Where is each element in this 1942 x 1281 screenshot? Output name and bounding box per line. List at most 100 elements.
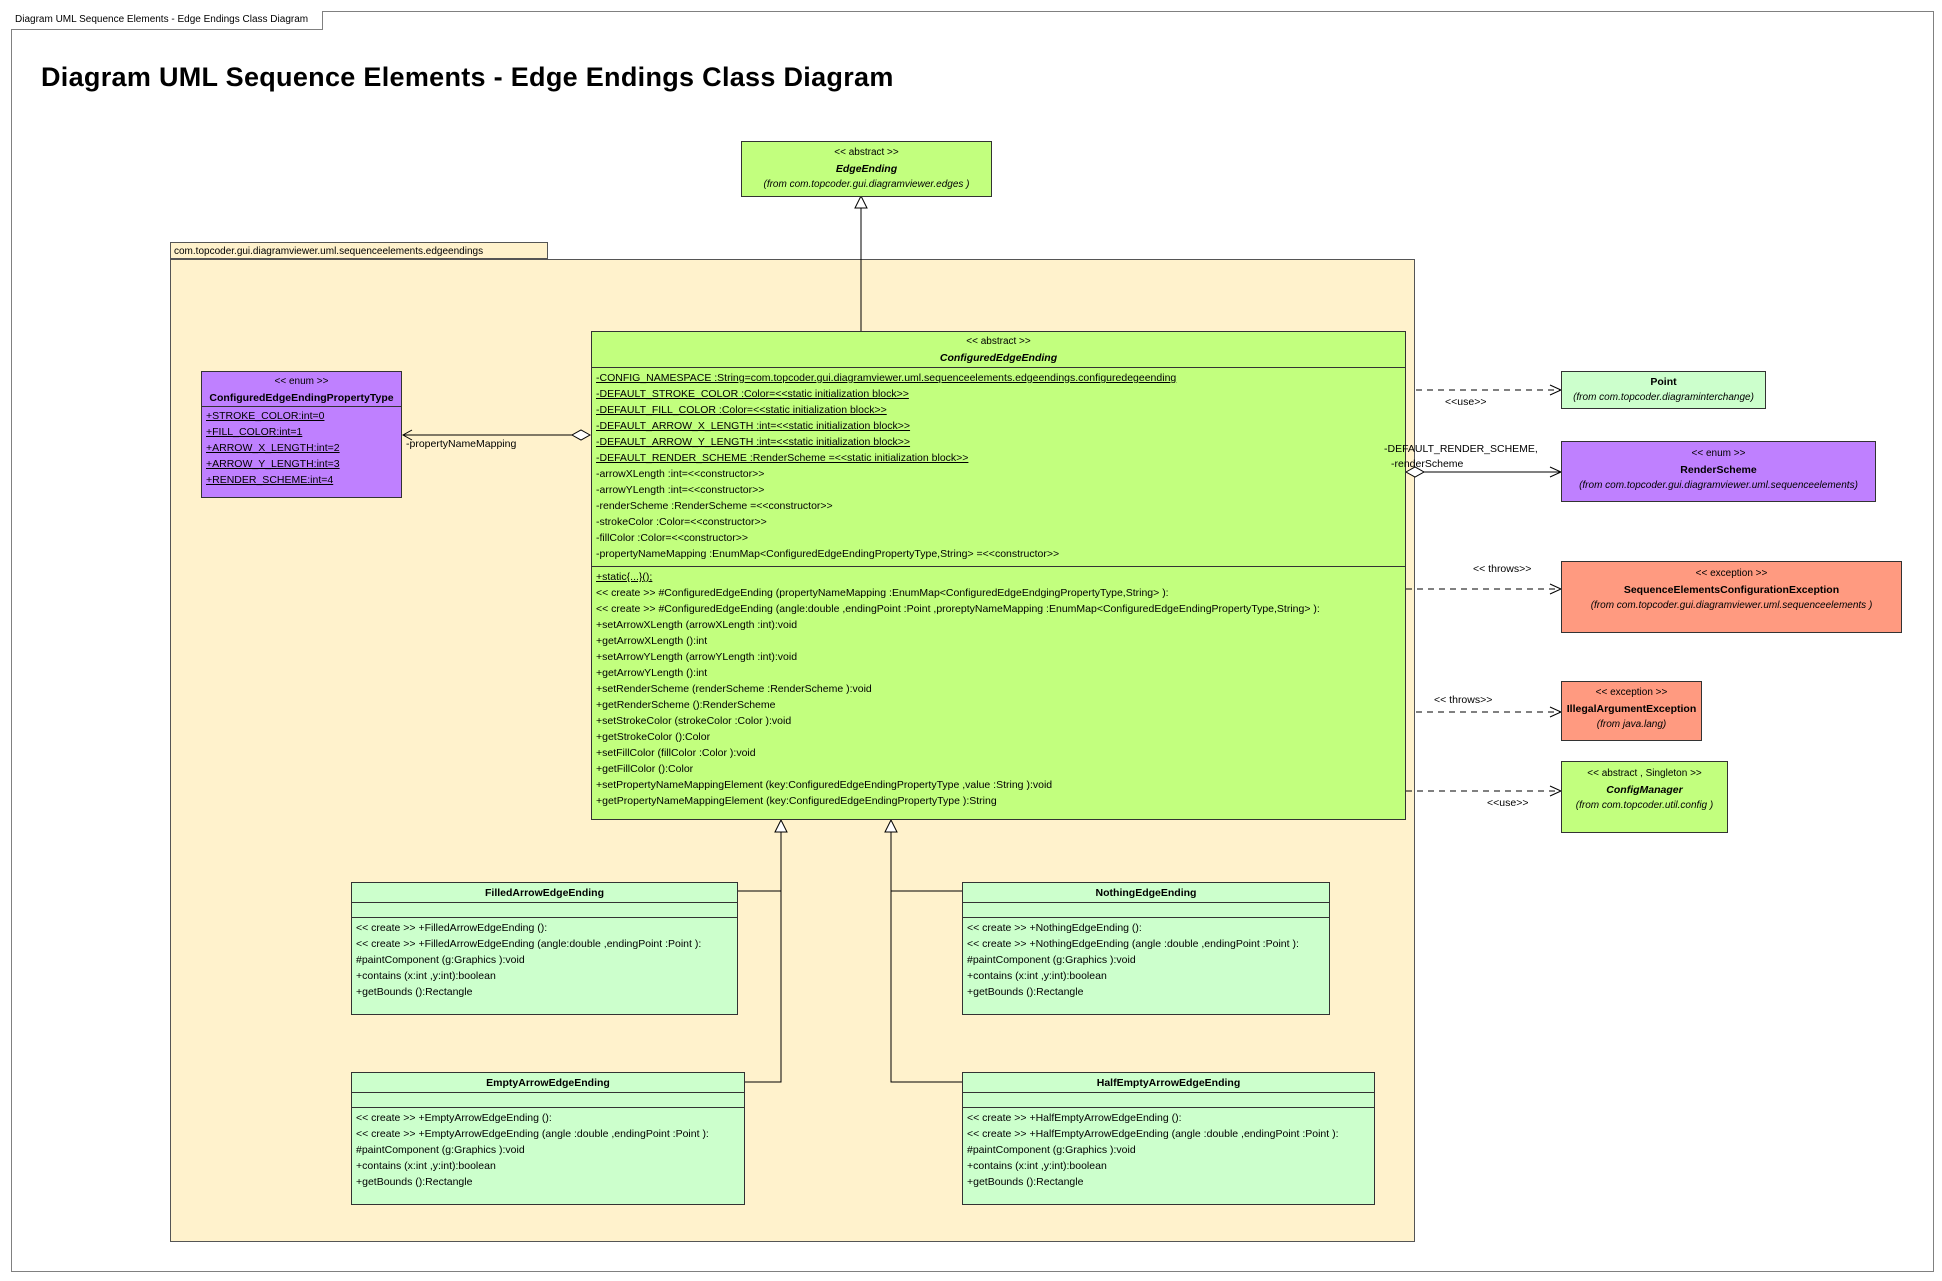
operation: +getStrokeColor ():Color xyxy=(596,731,711,743)
class-empty-arrow-edge-ending[interactable]: EmptyArrowEdgeEnding << create >> +Empty… xyxy=(351,1072,745,1205)
class-nothing-edge-ending[interactable]: NothingEdgeEnding << create >> +NothingE… xyxy=(962,882,1330,1015)
operation: +getRenderScheme ():RenderScheme xyxy=(596,699,776,711)
label-use-point: <<use>> xyxy=(1445,396,1487,408)
operation: #paintComponent (g:Graphics ):void xyxy=(967,1144,1136,1156)
operation: +setRenderScheme (renderScheme :RenderSc… xyxy=(596,683,872,695)
label-default-render-scheme: -DEFAULT_RENDER_SCHEME, xyxy=(1384,443,1538,455)
attribute: -arrowXLength :int=<<constructor>> xyxy=(596,468,765,480)
generalization-arrowhead xyxy=(774,818,788,833)
operation: +setArrowYLength (arrowYLength :int):voi… xyxy=(596,651,798,663)
operation: +setPropertyNameMappingElement (key:Conf… xyxy=(596,779,1053,791)
class-config-manager[interactable]: << abstract , Singleton >> ConfigManager… xyxy=(1561,761,1728,833)
association-arrowhead xyxy=(401,429,413,441)
class-name: NothingEdgeEnding xyxy=(1095,887,1197,899)
stereotype-label: << exception >> xyxy=(1695,568,1768,579)
operation: +getBounds ():Rectangle xyxy=(967,1176,1084,1188)
attributes-compartment: -CONFIG_NAMESPACE :String=com.topcoder.g… xyxy=(592,367,1405,566)
operation: +getArrowXLength ():int xyxy=(596,635,708,647)
static-attribute: -DEFAULT_ARROW_X_LENGTH :int=<<static in… xyxy=(596,420,911,432)
static-operation: +static{...}(); xyxy=(596,571,653,583)
generalization-right-subclasses xyxy=(890,832,962,1083)
operation: +setArrowXLength (arrowXLength :int):voi… xyxy=(596,619,798,631)
aggregation-diamond xyxy=(570,429,592,441)
enum-configured-edge-ending-property-type[interactable]: << enum >> ConfiguredEdgeEndingPropertyT… xyxy=(201,371,402,498)
operation: #paintComponent (g:Graphics ):void xyxy=(967,954,1136,966)
generalization-left-subclasses xyxy=(745,832,782,1083)
attributes-compartment xyxy=(963,902,1329,917)
exception-sequence-elements-configuration[interactable]: << exception >> SequenceElementsConfigur… xyxy=(1561,561,1902,633)
attribute: -propertyNameMapping :EnumMap<Configured… xyxy=(596,548,1060,560)
operation: +contains (x:int ,y:int):boolean xyxy=(356,1160,496,1172)
operation: << create >> +NothingEdgeEnding (angle :… xyxy=(967,938,1299,950)
class-name: EmptyArrowEdgeEnding xyxy=(486,1077,610,1089)
operation: +getBounds ():Rectangle xyxy=(356,1176,473,1188)
class-name: ConfiguredEdgeEndingPropertyType xyxy=(209,392,394,404)
attribute: -fillColor :Color=<<constructor>> xyxy=(596,532,749,544)
static-attribute: -DEFAULT_STROKE_COLOR :Color=<<static in… xyxy=(596,388,909,400)
stereotype-label: << enum >> xyxy=(274,376,329,387)
generalization-right-subclasses xyxy=(890,832,962,892)
class-name: RenderScheme xyxy=(1680,464,1757,476)
operation: +contains (x:int ,y:int):boolean xyxy=(356,970,496,982)
operation: +getFillColor ():Color xyxy=(596,763,694,775)
operations-compartment: +static{...}(); << create >> #Configured… xyxy=(592,566,1405,811)
operation: +contains (x:int ,y:int):boolean xyxy=(967,970,1107,982)
stereotype-label: << enum >> xyxy=(1691,448,1746,459)
static-attribute: -DEFAULT_ARROW_Y_LENGTH :int=<<static in… xyxy=(596,436,911,448)
enum-render-scheme[interactable]: << enum >> RenderScheme (from com.topcod… xyxy=(1561,441,1876,502)
from-package: (from com.topcoder.diagraminterchange) xyxy=(1573,392,1754,403)
diagram-frame xyxy=(11,11,1934,1272)
class-filled-arrow-edge-ending[interactable]: FilledArrowEdgeEnding << create >> +Fill… xyxy=(351,882,738,1015)
literals-compartment: +STROKE_COLOR:int=0 +FILL_COLOR:int=1 +A… xyxy=(202,406,401,490)
stereotype-label: << exception >> xyxy=(1595,687,1668,698)
operation: #paintComponent (g:Graphics ):void xyxy=(356,954,525,966)
operation: +getBounds ():Rectangle xyxy=(967,986,1084,998)
attribute: -arrowYLength :int=<<constructor>> xyxy=(596,484,765,496)
enum-literal: +ARROW_X_LENGTH:int=2 xyxy=(206,442,340,454)
operation: +getPropertyNameMappingElement (key:Conf… xyxy=(596,795,997,807)
class-name: IllegalArgumentException xyxy=(1566,703,1697,715)
stereotype-label: << abstract >> xyxy=(966,336,1031,347)
operation: << create >> +NothingEdgeEnding (): xyxy=(967,922,1142,934)
stereotype-label: << abstract , Singleton >> xyxy=(1587,768,1702,779)
label-render-scheme-role: -renderScheme xyxy=(1391,458,1464,470)
operation: +getBounds ():Rectangle xyxy=(356,986,473,998)
operation: << create >> +FilledArrowEdgeEnding (ang… xyxy=(356,938,702,950)
operation: << create >> +EmptyArrowEdgeEnding (angl… xyxy=(356,1128,709,1140)
label-use-config-manager: <<use>> xyxy=(1487,797,1529,809)
generalization-arrowhead xyxy=(884,818,898,833)
generalization-arrowhead xyxy=(854,194,868,209)
operation: +setStrokeColor (strokeColor :Color ):vo… xyxy=(596,715,792,727)
operation: +getArrowYLength ():int xyxy=(596,667,708,679)
enum-literal: +STROKE_COLOR:int=0 xyxy=(206,410,325,422)
from-package: (from com.topcoder.gui.diagramviewer.uml… xyxy=(1590,600,1873,611)
class-half-empty-arrow-edge-ending[interactable]: HalfEmptyArrowEdgeEnding << create >> +H… xyxy=(962,1072,1375,1205)
package-tab[interactable]: com.topcoder.gui.diagramviewer.uml.seque… xyxy=(170,242,548,259)
exception-illegal-argument[interactable]: << exception >> IllegalArgumentException… xyxy=(1561,681,1702,741)
class-name: HalfEmptyArrowEdgeEnding xyxy=(1096,1077,1241,1089)
static-attribute: -CONFIG_NAMESPACE :String=com.topcoder.g… xyxy=(596,372,1177,384)
class-name: FilledArrowEdgeEnding xyxy=(484,887,604,899)
class-name: ConfiguredEdgeEnding xyxy=(939,352,1058,364)
from-package: (from com.topcoder.util.config ) xyxy=(1575,800,1714,811)
label-throws-seq-exception: << throws>> xyxy=(1473,563,1532,575)
operation: +contains (x:int ,y:int):boolean xyxy=(967,1160,1107,1172)
class-point[interactable]: Point (from com.topcoder.diagramintercha… xyxy=(1561,371,1766,409)
class-configured-edge-ending[interactable]: << abstract >> ConfiguredEdgeEnding -CON… xyxy=(591,331,1406,820)
aggregation-diamond xyxy=(1404,466,1426,478)
attributes-compartment xyxy=(352,902,737,917)
operations-compartment: << create >> +HalfEmptyArrowEdgeEnding (… xyxy=(963,1107,1374,1192)
operation: #paintComponent (g:Graphics ):void xyxy=(356,1144,525,1156)
label-property-name-mapping: -propertyNameMapping xyxy=(406,438,517,450)
operation: << create >> #ConfiguredEdgeEnding (angl… xyxy=(596,603,1320,615)
attributes-compartment xyxy=(963,1092,1374,1107)
class-edge-ending[interactable]: << abstract >> EdgeEnding (from com.topc… xyxy=(741,141,992,197)
from-package: (from com.topcoder.gui.diagramviewer.edg… xyxy=(763,179,970,190)
from-package: (from com.topcoder.gui.diagramviewer.uml… xyxy=(1579,480,1858,491)
operation: << create >> +HalfEmptyArrowEdgeEnding (… xyxy=(967,1128,1339,1140)
operations-compartment: << create >> +FilledArrowEdgeEnding (): … xyxy=(352,917,737,1002)
enum-literal: +FILL_COLOR:int=1 xyxy=(206,426,303,438)
operation: << create >> +FilledArrowEdgeEnding (): xyxy=(356,922,548,934)
class-name: EdgeEnding xyxy=(835,163,898,175)
